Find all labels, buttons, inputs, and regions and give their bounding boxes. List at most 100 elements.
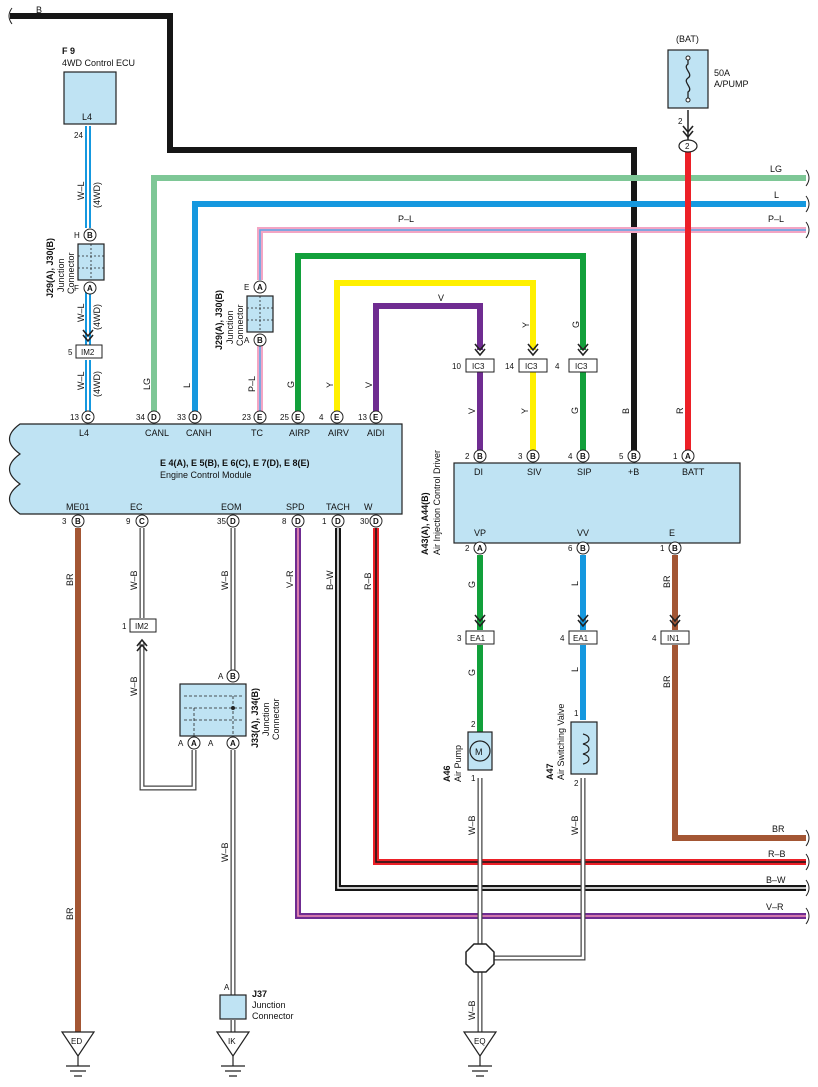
fuse-name: A/PUMP — [714, 79, 749, 89]
ground-ed: ED — [60, 1031, 96, 1077]
wire-b — [10, 13, 637, 452]
j29-left-bot-circle: A — [83, 281, 97, 295]
j33-bl-pin: A — [178, 739, 184, 748]
wire-vr — [295, 528, 806, 919]
aicd-box — [453, 462, 741, 544]
wire-label-v-top: V — [438, 293, 444, 303]
aicd-pin-bottom-circle: A — [473, 541, 487, 555]
im2-low-label: IM2 — [135, 622, 149, 631]
j29-left-bot-pin: F — [74, 284, 79, 293]
aicd-pin-top-circle-id: B — [580, 452, 586, 461]
ecm-pin-top-circle-id: E — [295, 413, 301, 422]
ea1-2-label: EA1 — [573, 634, 589, 643]
im2-left-tag — [75, 344, 103, 359]
wire-label-y-ic: Y — [520, 408, 530, 414]
aicd-pin-top-num: 2 — [465, 452, 470, 461]
im2-low-num: 1 — [122, 622, 127, 631]
im2-low-tag — [129, 618, 157, 633]
engine-control-module: E 4(A), E 5(B), E 6(C), E 7(D), E 8(E) E… — [8, 410, 403, 528]
aicd-pin-top-label: SIV — [527, 467, 542, 477]
ecm-pin-top-circle: D — [188, 410, 202, 424]
wire-y — [334, 280, 536, 412]
wire-label-wl-1: W–L — [76, 181, 86, 200]
aicd-pin-bottom-num: 1 — [660, 544, 665, 553]
wire-layer — [10, 13, 806, 1032]
aicd-pin-top-label: BATT — [682, 467, 705, 477]
ecm-pin-top-num: 34 — [136, 413, 145, 422]
wire-label-l: L — [182, 383, 192, 388]
a46-air-pump: A46 Air Pump 2 M 1 — [442, 720, 493, 783]
aicd-pin-bottom-circle: B — [668, 541, 682, 555]
a46-top-pin: 2 — [471, 720, 476, 729]
ea1-1-label: EA1 — [470, 634, 486, 643]
ecm-pin-top-num: 13 — [70, 413, 79, 422]
j33-name2: Connector — [271, 698, 281, 740]
wire-label-wb-im2: W–B — [129, 676, 139, 696]
aicd-pin-bottom-circle-id: A — [477, 544, 483, 553]
ic3-label: IC3 — [472, 362, 485, 371]
im2-left-arrow-icon — [82, 329, 94, 343]
coil-icon — [582, 733, 590, 765]
wire-label-bw-right: B–W — [766, 875, 786, 885]
ea1-2-tag — [568, 630, 598, 645]
ecm-pin-bottom-num: 9 — [126, 517, 131, 526]
a46-bot-pin: 1 — [471, 774, 476, 783]
ground-eq-label: EQ — [474, 1037, 486, 1046]
aicd-pin-top-circle: B — [627, 449, 641, 463]
j37-pin: A — [224, 983, 230, 992]
wire-pl — [257, 227, 806, 412]
aicd-pin-top-label: +B — [628, 467, 639, 477]
j29-mid-name2: Connector — [235, 304, 245, 346]
wire-label-g-top: G — [571, 321, 581, 328]
ecm-pin-bottom-circle: D — [331, 514, 345, 528]
j33-junction: A B A A A A J33(A), J34(B) Junction Conn… — [178, 669, 281, 750]
ecm-pin-top-circle: D — [147, 410, 161, 424]
ecm-pin-top-label: TC — [251, 428, 263, 438]
ecm-pin-bottom-circle-id: D — [295, 517, 301, 526]
j33-name1: Junction — [261, 702, 271, 736]
ground-eq-icon — [462, 1031, 498, 1058]
wire-label-rb: R–B — [363, 572, 373, 590]
wire-label-wl-2b: (4WD) — [92, 304, 102, 330]
aicd-pin-top-circle: B — [473, 449, 487, 463]
wire-label-b-ic: B — [621, 408, 631, 414]
aicd-pin-top-label: DI — [474, 467, 483, 477]
a46-name: Air Pump — [453, 745, 463, 782]
wire-label-top-b: B — [36, 5, 42, 15]
ea1-connector-1: 3 EA1 — [457, 614, 495, 645]
j29-left-code: J29(A), J30(B) — [45, 238, 55, 298]
wire-label-wl-2: W–L — [76, 303, 86, 322]
wire-label-y-top: Y — [521, 322, 531, 328]
wire-label-wb-pump: W–B — [467, 815, 477, 835]
wire-wb-ec — [139, 528, 197, 791]
battery-connector-num: 2 — [685, 142, 690, 151]
wire-v — [373, 303, 483, 412]
wire-label-pl: P–L — [247, 376, 257, 392]
j37-junction: A J37 Junction Connector — [219, 983, 294, 1021]
aicd-pin-bottom-circle-id: B — [580, 544, 586, 553]
svg-text:A: A — [87, 284, 93, 293]
in1-label: IN1 — [667, 634, 680, 643]
a47-box — [570, 721, 598, 775]
svg-text:A: A — [191, 739, 197, 748]
j29-mid-bot-circle: B — [253, 333, 267, 347]
ic3-num: 14 — [505, 362, 514, 371]
wire-label-g: G — [286, 381, 296, 388]
ecm-pin-top-num: 4 — [319, 413, 324, 422]
ic3-arrow-icon — [577, 343, 589, 357]
ecm-name: Engine Control Module — [160, 470, 252, 480]
f9-pin: 24 — [74, 131, 83, 140]
aicd-pin-bottom-num: 2 — [465, 544, 470, 553]
ecm-pin-bottom-label: EOM — [221, 502, 242, 512]
wire-label-pl-top: P–L — [398, 214, 414, 224]
ecm-pin-bottom-circle-id: D — [230, 517, 236, 526]
aicd-pin-bottom-label: VV — [577, 528, 589, 538]
im2-left-label: IM2 — [81, 348, 95, 357]
svg-text:A: A — [230, 739, 236, 748]
